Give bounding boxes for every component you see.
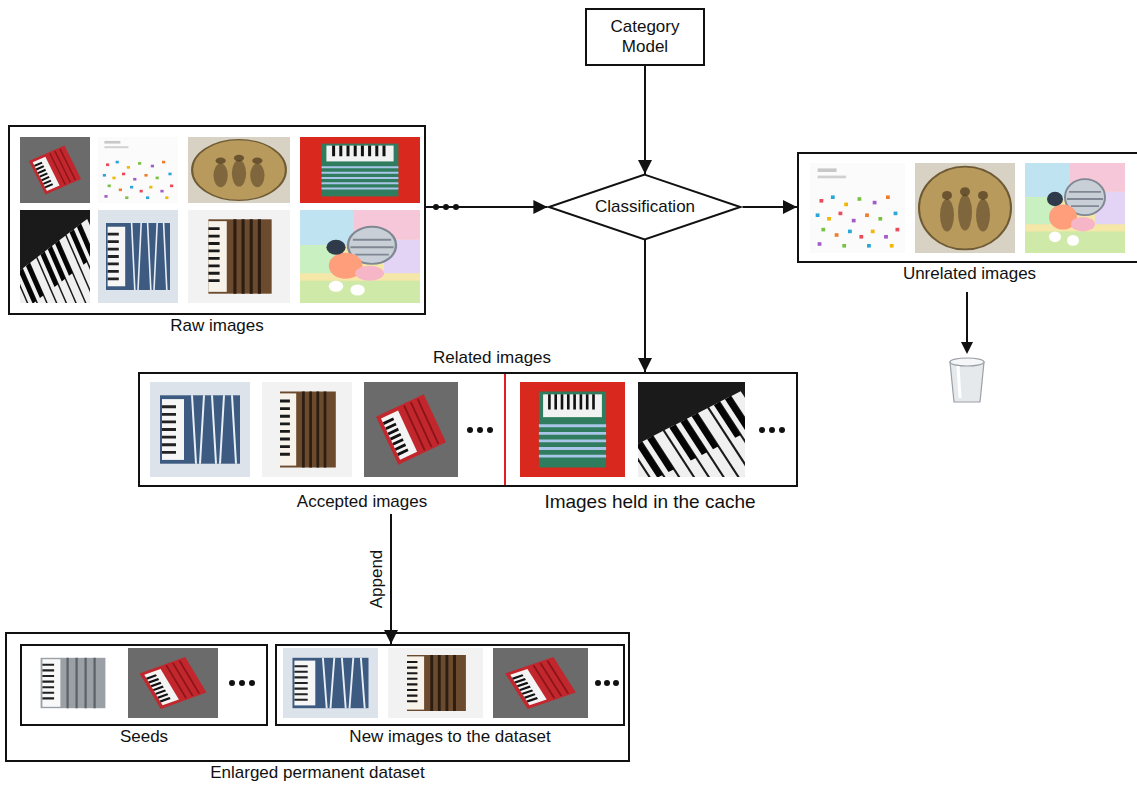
discard-arrow [966,292,968,346]
ellipsis-dots [759,427,785,433]
panel-caption: Images held in the cache [544,492,755,512]
arrow-head [961,342,973,354]
photo [28,648,118,718]
photo [188,137,290,203]
image-panel: Related imagesAccepted imagesImages held… [138,372,798,487]
decision-diamond: Classification [547,174,742,240]
panel-caption: Unrelated images [903,264,1036,284]
photo [1025,163,1125,253]
connector-arrow [426,206,547,208]
connector-arrow [390,514,392,644]
photo [150,382,250,477]
panel-caption: New images to the dataset [349,727,550,747]
panel-caption: Raw images [170,316,264,336]
connector-arrow [644,66,646,174]
photo [915,163,1015,253]
dataset-panel: Enlarged permanent datasetSeedsNew image… [5,632,630,762]
connector-arrow [743,206,797,208]
trash-can [950,358,984,402]
photo [300,137,420,203]
panel-section: Images held in the cache [507,374,800,514]
node-label: Category Model [587,17,703,57]
photo [520,382,625,477]
photo [188,210,290,303]
photo [493,648,588,718]
diamond-shape [549,175,740,240]
edge-label: Append [367,548,387,611]
ellipsis-dots [467,427,493,433]
image-panel: Raw images [8,125,426,315]
photo [98,210,178,303]
photo [810,163,905,253]
photo [388,648,483,718]
panel-caption: Enlarged permanent dataset [210,763,425,783]
photo [300,210,420,303]
ellipsis-dots [595,680,619,686]
model-box: Category Model [585,8,705,66]
image-panel: New images to the dataset [275,644,625,726]
panel-caption: Accepted images [297,492,427,512]
ellipsis-dots [229,680,255,686]
photo [128,648,218,718]
connector-arrow [644,240,646,372]
photo [283,648,378,718]
image-panel: Seeds [20,644,268,726]
node-label: Classification [595,197,695,217]
panel-section: Accepted images [140,374,507,514]
photo [20,137,90,203]
panel-caption: Seeds [120,727,168,747]
image-panel: Unrelated images [797,152,1137,263]
panel-caption: Related images [433,348,551,368]
cache-divider [504,374,506,485]
photo [364,382,458,477]
photo [262,382,352,477]
photo [98,137,178,203]
